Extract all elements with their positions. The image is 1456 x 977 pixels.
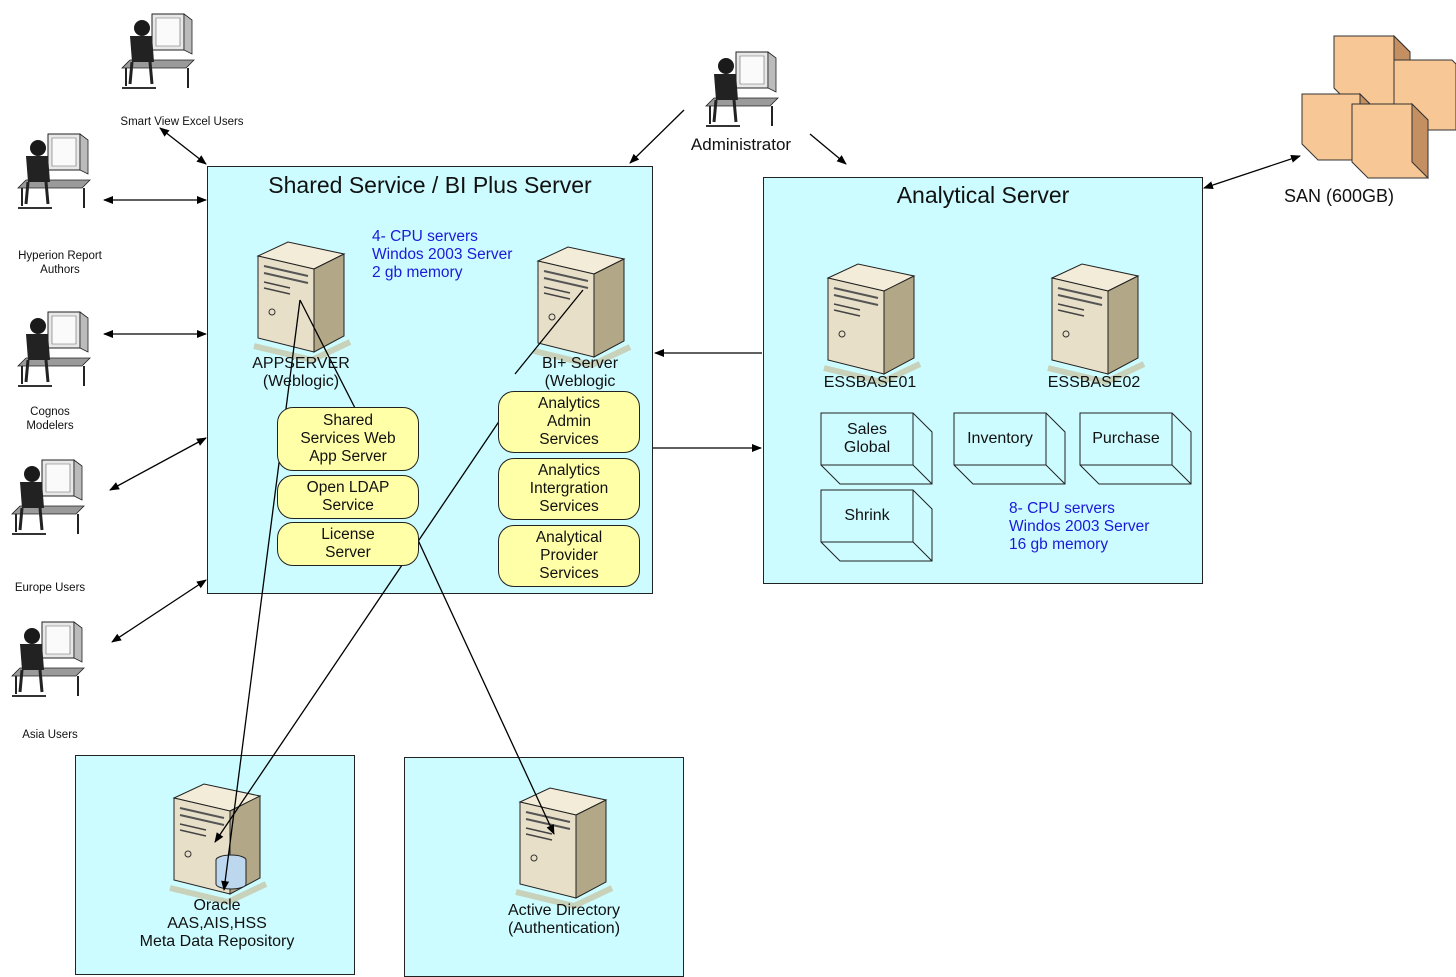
active-directory-label: Active Directory(Authentication) [507, 902, 621, 937]
europe-user-icon [10, 458, 86, 536]
shared-server-specs: 4- CPU servers Windos 2003 Server 2 gb m… [372, 228, 513, 281]
europe-users-label: Europe Users [14, 582, 86, 594]
smart-view-user-icon [120, 12, 196, 90]
appserver-label: APPSERVER(Weblogic) [252, 355, 350, 390]
smart-view-users-label: Smart View Excel Users [120, 116, 244, 128]
appserver-icon [254, 242, 350, 360]
hyperion-user-icon [16, 132, 92, 210]
asia-user-icon [10, 620, 86, 698]
cube-shapes [820, 412, 1192, 562]
biserver-icon [534, 247, 630, 365]
essbase02-label: ESSBASE02 [1047, 374, 1141, 391]
analytical-server-title: Analytical Server [896, 182, 1070, 208]
asia-users-label: Asia Users [22, 729, 78, 741]
essbase01-label: ESSBASE01 [823, 374, 917, 391]
san-label: SAN (600GB) [1283, 186, 1395, 206]
essbase01-icon [824, 264, 920, 382]
analytical-server-specs: 8- CPU servers Windos 2003 Server 16 gb … [1009, 500, 1150, 553]
cube-purchase: Purchase [1092, 430, 1160, 447]
essbase02-icon [1048, 264, 1144, 382]
san-storage-icon [1301, 34, 1456, 180]
shared-service-title: Shared Service / BI Plus Server [268, 172, 592, 198]
administrator-label: Administrator [690, 135, 792, 154]
biserver-label: BI+ Server(Weblogic [541, 355, 619, 390]
database-icon [215, 854, 247, 890]
active-directory-server-icon [516, 788, 612, 906]
cognos-user-icon [16, 310, 92, 388]
cube-inventory: Inventory [967, 430, 1033, 447]
connectors [103, 109, 1301, 891]
cube-shrink: Shrink [844, 507, 890, 524]
administrator-icon [704, 50, 780, 128]
